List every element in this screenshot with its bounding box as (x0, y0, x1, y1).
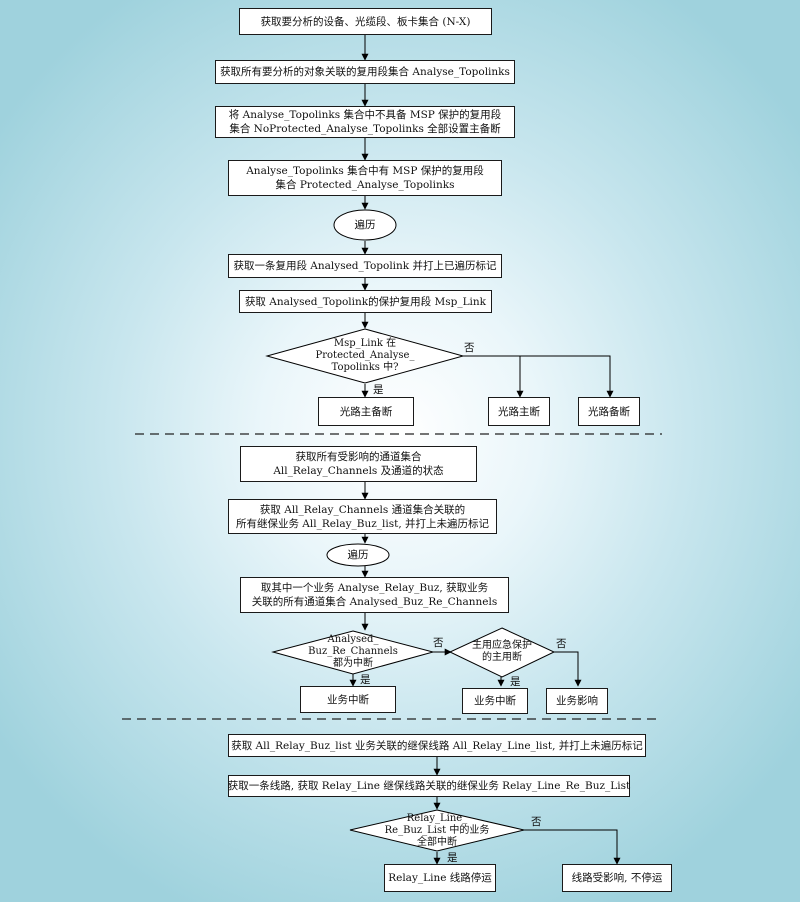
get-relay-buz-step: 获取 All_Relay_Channels 通道集合关联的 所有继保业务 All… (228, 499, 497, 534)
all-channels-broken-text: Analysed_ Buz_Re_Channels 都为中断 (308, 634, 398, 669)
buz-affect-result: 业务影响 (546, 688, 608, 714)
msp-no-label: 否 (464, 342, 475, 354)
get-relay-lines-step: 获取 All_Relay_Buz_list 业务关联的继保线路 All_Rela… (228, 734, 646, 757)
get-topolinks-step: 获取所有要分析的对象关联的复用段集合 Analyse_Topolinks (215, 60, 515, 84)
backup-break-result: 光路备断 (578, 397, 640, 426)
line-yes-label: 是 (447, 852, 458, 864)
decision1-yes-label: 是 (360, 674, 371, 686)
section1-connectors (361, 35, 614, 398)
get-msp-link-step: 获取 Analysed_Topolink的保护复用段 Msp_Link (239, 290, 492, 313)
traverse-oval-1 (333, 209, 397, 241)
section3-connectors (433, 757, 621, 865)
traverse-label-1: 遍历 (354, 219, 376, 231)
line-buz-all-broken-decision (349, 809, 525, 852)
buz-break-result-2: 业务中断 (462, 688, 528, 714)
all-channels-broken-decision (271, 630, 435, 675)
section2-connectors (349, 482, 582, 687)
line-no-label: 否 (531, 816, 542, 828)
main-emergency-protect-text: 主用应急保护 的主用断 (472, 640, 532, 663)
decision1-no-label: 否 (433, 637, 444, 649)
msp-yes-label: 是 (373, 384, 384, 396)
main-break-result: 光路主断 (488, 397, 550, 426)
line-buz-all-broken-text: Relay_Line_ Re_Buz_List 中的业务 全部中断 (384, 813, 490, 848)
line-stop-result: Relay_Line 线路停运 (384, 864, 496, 892)
decision2-yes-label: 是 (510, 676, 521, 688)
traverse-label-2: 遍历 (347, 549, 369, 561)
get-channels-step: 获取所有受影响的通道集合 All_Relay_Channels 及通道的状态 (240, 446, 477, 482)
buz-break-result-1: 业务中断 (300, 686, 396, 713)
get-one-line-step: 获取一条线路, 获取 Relay_Line 继保线路关联的继保业务 Relay_… (228, 775, 630, 797)
no-protect-step: 将 Analyse_Topolinks 集合中不具备 MSP 保护的复用段 集合… (215, 106, 515, 138)
line-affect-result: 线路受影响, 不停运 (562, 864, 672, 892)
protected-step: Analyse_Topolinks 集合中有 MSP 保护的复用段 集合 Pro… (228, 160, 502, 196)
msp-link-decision-text: Msp_Link 在 Protected_Analyse_ Topolinks … (315, 338, 415, 373)
get-objects-step: 获取要分析的设备、光缆段、板卡集合 (N-X) (239, 8, 492, 35)
decision2-no-label: 否 (556, 638, 567, 650)
msp-link-decision (265, 328, 465, 384)
main-emergency-protect-decision (448, 627, 556, 678)
get-one-topolink-step: 获取一条复用段 Analysed_Topolink 并打上已遍历标记 (228, 254, 502, 278)
traverse-oval-2 (326, 543, 390, 567)
get-one-buz-step: 取其中一个业务 Analyse_Relay_Buz, 获取业务 关联的所有通道集… (240, 577, 509, 613)
main-backup-break-result: 光路主备断 (318, 397, 414, 426)
